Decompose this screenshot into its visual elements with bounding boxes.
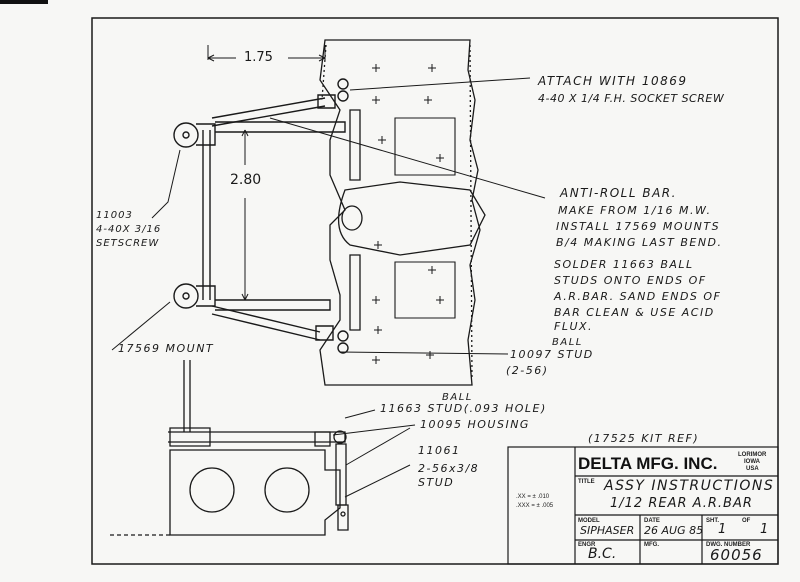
model-label: MODEL [578, 518, 600, 524]
side-view [110, 360, 349, 536]
note-attach-line-1: ATTACH WITH 10869 [538, 74, 688, 88]
title-label: TITLE [578, 479, 595, 485]
note-antiroll-line-1: ANTI-ROLL BAR. [560, 186, 677, 200]
note-solder-line-3: A.R.BAR. SAND ENDS OF [554, 290, 722, 303]
note-ballstud-line-3: (2-56) [506, 364, 549, 377]
location-line-2: IOWA [744, 459, 760, 465]
note-solder-line-1: SOLDER 11663 BALL [554, 258, 694, 271]
drawing-border [91, 17, 779, 565]
sheet-number: 1 [718, 522, 727, 537]
note-solder-line-5: FLUX. [554, 320, 594, 333]
dwg-number: 60056 [710, 546, 763, 564]
location-line-3: USA [746, 466, 759, 472]
note-ballstud-hole-line-2: 11663 STUD(.093 HOLE) [380, 402, 547, 415]
note-setscrew-line-2: 4-40X 3/16 [96, 224, 162, 235]
note-ballstud-line-2: 10097 STUD [510, 348, 594, 361]
note-stud-line-3: STUD [418, 476, 455, 489]
mfg-label: MFG. [644, 542, 659, 548]
note-antiroll-line-3: INSTALL 17569 MOUNTS [556, 220, 721, 233]
title-line-1: ASSY INSTRUCTIONS [604, 478, 775, 494]
note-solder-line-4: BAR CLEAN & USE ACID [554, 306, 715, 319]
sheet-total: 1 [760, 522, 769, 537]
note-ballstud-hole-line-1: BALL [442, 392, 473, 403]
chassis-plate [319, 39, 486, 386]
dim-width: 1.75 [244, 50, 273, 65]
leader-lines [111, 77, 546, 498]
note-setscrew-line-1: 11003 [96, 210, 133, 221]
note-antiroll-line-4: B/4 MAKING LAST BEND. [556, 236, 723, 249]
note-stud-line-1: 11061 [418, 444, 461, 457]
model-value: SIPHASER [580, 524, 635, 537]
note-kit-ref: (17525 KIT REF) [588, 432, 700, 445]
note-ballstud-line-1: BALL [552, 337, 583, 348]
tolerance-line-1: .XX = ± .010 [516, 494, 550, 500]
antiroll-bar-top [173, 78, 349, 354]
tolerance-line-2: .XXX = ± .005 [516, 503, 554, 509]
engr-value: B.C. [588, 546, 617, 562]
note-mount: 17569 MOUNT [118, 342, 215, 355]
engr-label: ENGR [578, 542, 596, 548]
note-attach-line-2: 4-40 X 1/4 F.H. SOCKET SCREW [538, 92, 725, 105]
note-stud-line-2: 2-56x3/8 [418, 462, 480, 475]
note-solder-line-2: STUDS ONTO ENDS OF [554, 274, 707, 287]
date-label: DATE [644, 518, 660, 524]
dwg-label: DWG. NUMBER [706, 542, 751, 548]
note-setscrew-line-3: SETSCREW [96, 238, 160, 249]
note-housing: 10095 HOUSING [420, 418, 530, 431]
date-value: 26 AUG 85 [644, 524, 704, 537]
dimension-lines [207, 45, 326, 301]
location-line-1: LORIMOR [738, 452, 767, 458]
note-antiroll-line-2: MAKE FROM 1/16 M.W. [558, 204, 712, 217]
title-block-lines [507, 446, 779, 565]
dim-height: 2.80 [230, 172, 262, 188]
company-name: DELTA MFG. INC. [578, 454, 718, 473]
sheet-label: SHT. [706, 518, 720, 524]
scan-edge-mark [0, 0, 48, 4]
title-line-2: 1/12 REAR A.R.BAR [610, 496, 753, 511]
sheet-of-label: OF [742, 518, 751, 524]
